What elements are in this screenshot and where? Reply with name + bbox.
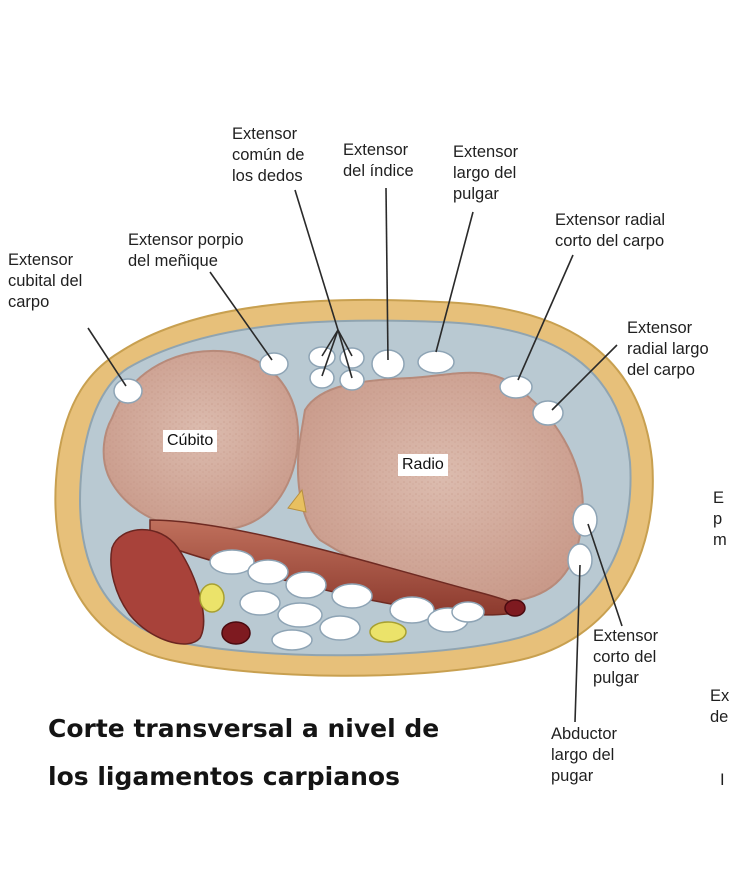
radial-artery <box>505 600 525 616</box>
label-extensor-radial-largo-del-carpo: Extensor radial largo del carpo <box>627 318 709 381</box>
label-extensor-cubital-del-carpo: Extensor cubital del carpo <box>8 250 82 313</box>
label-extensor-propio-del-menique: Extensor porpio del meñique <box>128 230 244 272</box>
median-nerve <box>370 622 406 642</box>
figure-caption: Corte transversal a nivel de los ligamen… <box>48 705 439 801</box>
label-extensor-del-indice: Extensor del índice <box>343 140 414 182</box>
ulnar-artery <box>222 622 250 644</box>
cutoff-label-b: Ex de <box>710 686 729 728</box>
label-extensor-radial-corto-del-carpo: Extensor radial corto del carpo <box>555 210 665 252</box>
label-extensor-comun-de-los-dedos: Extensor común de los dedos <box>232 124 304 187</box>
cutoff-label-c: I <box>720 770 725 791</box>
label-extensor-corto-del-pulgar: Extensor corto del pulgar <box>593 626 658 689</box>
label-abductor-largo-del-pulgar: Abductor largo del pugar <box>551 724 617 787</box>
label-extensor-largo-del-pulgar: Extensor largo del pulgar <box>453 142 518 205</box>
ulna-label: Cúbito <box>163 430 217 452</box>
cutoff-label-a: E p m <box>713 488 727 551</box>
radius-label: Radio <box>398 454 448 476</box>
ulnar-nerve <box>200 584 224 612</box>
